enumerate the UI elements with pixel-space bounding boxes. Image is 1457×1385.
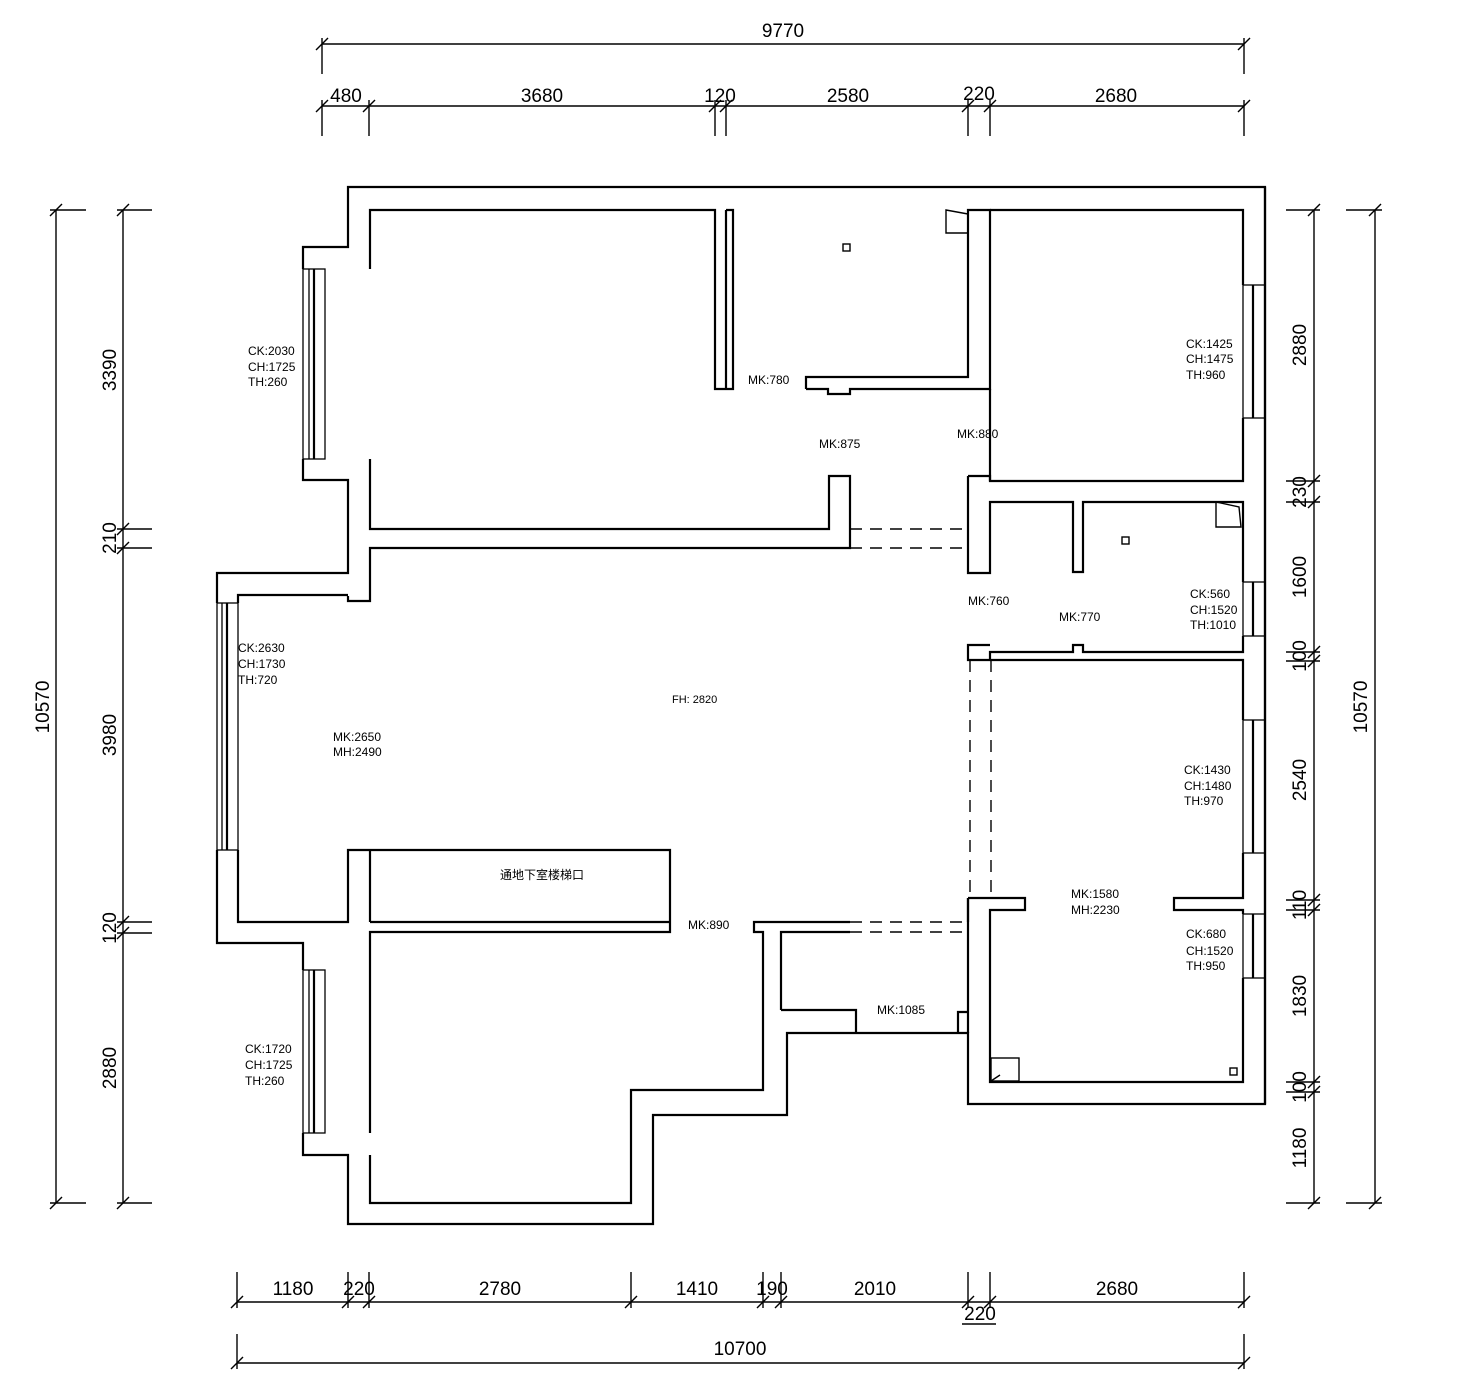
- dim-bottom-seg: 220: [343, 1279, 375, 1300]
- window-notes: CK:2030 CH:1725 TH:260 CK:2630 CH:1730 T…: [238, 337, 1238, 1088]
- dim-right-seg: 2540: [1290, 759, 1311, 801]
- window-note: CH:1475: [1186, 352, 1234, 366]
- window-note: CH:1520: [1190, 603, 1238, 617]
- stair-label: 通地下室楼梯口: [500, 867, 584, 882]
- door-note: MK:2650: [333, 730, 381, 744]
- door-note: MK:880: [957, 427, 999, 441]
- dimension-right: 2880 230 1600 100 2540 110 1830 100 1180…: [1286, 203, 1382, 1210]
- dim-right-seg: 1600: [1290, 556, 1311, 598]
- pipe-icon: [990, 1057, 1020, 1082]
- dim-left-seg: 3980: [100, 714, 121, 756]
- window-note: CK:2630: [238, 641, 285, 655]
- window-note: CH:1725: [248, 360, 296, 374]
- dim-left-total: 10570: [33, 681, 54, 734]
- dim-bottom-seg: 1180: [273, 1279, 314, 1300]
- window-note: CH:1520: [1186, 944, 1234, 958]
- dim-right-seg: 1830: [1290, 975, 1311, 1017]
- door-note: MH:2490: [333, 745, 382, 759]
- dim-left-seg: 210: [100, 522, 121, 554]
- door-notes: MK:780 MK:875 MK:880 MK:760 MK:770 MK:89…: [333, 373, 1120, 1017]
- dim-left-seg: 120: [100, 912, 121, 944]
- dim-right-seg: 2880: [1290, 324, 1311, 366]
- windows: [216, 268, 1266, 1134]
- window-note: CK:1720: [245, 1042, 292, 1056]
- door-note: MK:1580: [1071, 887, 1119, 901]
- window-note: TH:970: [1184, 794, 1224, 808]
- fixtures: [842, 209, 1242, 1082]
- dimension-bottom: 1180 220 2780 1410 190 2010 2680 220 107…: [230, 1272, 1251, 1370]
- dim-bottom-extra: 220: [964, 1304, 996, 1325]
- drain-icon: [1229, 1067, 1238, 1076]
- dim-left-seg: 3390: [100, 349, 121, 391]
- dim-right-seg: 1180: [1290, 1128, 1311, 1169]
- dimension-left: 10570 3390 210 3980 120 2880: [33, 203, 152, 1210]
- outer-wall: [215, 185, 1267, 1226]
- dim-top-seg: 120: [704, 86, 736, 107]
- dim-top-seg: 2580: [827, 86, 869, 107]
- window-note: TH:960: [1186, 368, 1226, 382]
- door-note: MK:875: [819, 437, 861, 451]
- window-note: CK:560: [1190, 587, 1230, 601]
- window-note: TH:260: [245, 1074, 285, 1088]
- window-note: TH:260: [248, 375, 288, 389]
- pipe-icon: [1215, 501, 1242, 528]
- inner-walls: [236, 208, 1245, 1205]
- window-note: TH:950: [1186, 959, 1226, 973]
- dim-bottom-total: 10700: [714, 1339, 767, 1360]
- dimension-top: 9770 480 3680 120 2580 220 2680: [315, 21, 1251, 136]
- dim-bottom-seg: 2010: [854, 1279, 896, 1300]
- drain-icon: [842, 243, 851, 252]
- door-note: MK:770: [1059, 610, 1101, 624]
- door-note: MK:890: [688, 918, 730, 932]
- window-note: CK:2030: [248, 344, 295, 358]
- dim-right-seg: 100: [1290, 1071, 1311, 1103]
- door-note: MH:2230: [1071, 903, 1120, 917]
- dim-bottom-seg: 190: [756, 1279, 788, 1300]
- dim-right-seg: 110: [1290, 890, 1311, 920]
- dim-bottom-seg: 2780: [479, 1279, 521, 1300]
- pipe-icon: [945, 209, 969, 234]
- window-note: CK:1425: [1186, 337, 1233, 351]
- floor-height-label: FH: 2820: [672, 694, 717, 706]
- dim-right-seg: 230: [1290, 476, 1311, 508]
- dim-right-total: 10570: [1351, 681, 1372, 734]
- window-note: TH:720: [238, 673, 278, 687]
- door-note: MK:1085: [877, 1003, 925, 1017]
- window-note: CH:1725: [245, 1058, 293, 1072]
- window-note: CK:1430: [1184, 763, 1231, 777]
- dim-top-seg: 2680: [1095, 86, 1137, 107]
- drain-icon: [1121, 536, 1130, 545]
- dim-top-seg: 3680: [521, 86, 563, 107]
- dim-left-seg: 2880: [100, 1047, 121, 1089]
- door-note: MK:760: [968, 594, 1010, 608]
- window-note: TH:1010: [1190, 618, 1236, 632]
- dim-top-total: 9770: [762, 21, 804, 42]
- dim-bottom-seg: 1410: [676, 1279, 718, 1300]
- dim-right-seg: 100: [1290, 640, 1311, 672]
- dashed-openings: [850, 528, 992, 933]
- window-note: CH:1480: [1184, 779, 1232, 793]
- window-note: CK:680: [1186, 927, 1226, 941]
- window-note: CH:1730: [238, 657, 286, 671]
- dim-top-seg: 220: [963, 84, 995, 105]
- door-note: MK:780: [748, 373, 790, 387]
- dim-bottom-seg: 2680: [1096, 1279, 1138, 1300]
- dim-top-seg: 480: [330, 86, 362, 107]
